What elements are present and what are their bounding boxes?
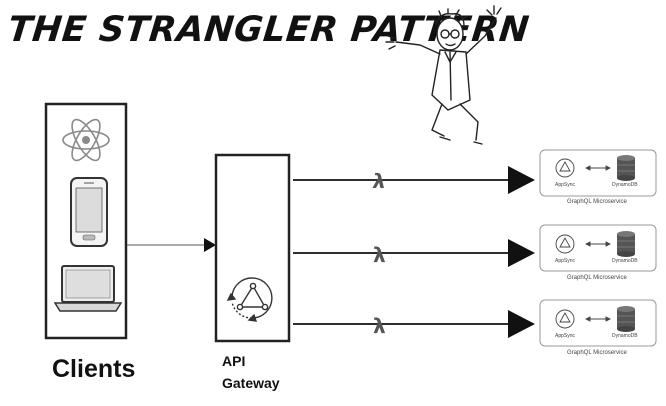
microservice-caption: GraphQL Microservice [567, 199, 627, 205]
appsync-icon-2 [555, 234, 575, 254]
lambda-icon-3: λ [373, 314, 386, 338]
dynamodb-icon-3 [617, 306, 635, 332]
appsync-icon-3 [555, 309, 575, 329]
scientist-illustration [385, 5, 502, 145]
dynamodb-label: DynamoDB [612, 258, 638, 264]
laptop-icon [53, 265, 123, 312]
route-arrow-3 [293, 310, 535, 338]
bidirectional-arrow-2 [584, 241, 612, 247]
appsync-label: AppSync [555, 333, 576, 339]
lambda-icon-1: λ [371, 169, 387, 193]
microservice-caption: GraphQL Microservice [567, 275, 627, 281]
api-gateway-label-line2: Gateway [222, 375, 280, 391]
lambda-icon-2: λ [373, 243, 386, 267]
dynamodb-icon-1 [617, 155, 635, 181]
react-icon [62, 118, 110, 162]
dynamodb-label: DynamoDB [612, 182, 638, 188]
clients-to-gateway-arrow [127, 238, 216, 252]
appsync-label: AppSync [555, 258, 576, 264]
dynamodb-icon-2 [617, 231, 635, 257]
api-gateway-box [214, 153, 291, 343]
dynamodb-label: DynamoDB [612, 333, 638, 339]
bidirectional-arrow-1 [584, 165, 612, 171]
gateway-appsync-icon [226, 277, 273, 322]
phone-icon [70, 177, 108, 247]
api-gateway-label: API Gateway [222, 350, 280, 394]
api-gateway-label-line1: API [222, 353, 246, 369]
appsync-icon-1 [555, 158, 575, 178]
bidirectional-arrow-3 [584, 316, 612, 322]
microservice-caption: GraphQL Microservice [567, 350, 627, 356]
clients-label: Clients [52, 355, 136, 383]
route-arrow-2 [293, 239, 535, 267]
route-arrow-1 [293, 166, 535, 194]
appsync-label: AppSync [555, 182, 576, 188]
